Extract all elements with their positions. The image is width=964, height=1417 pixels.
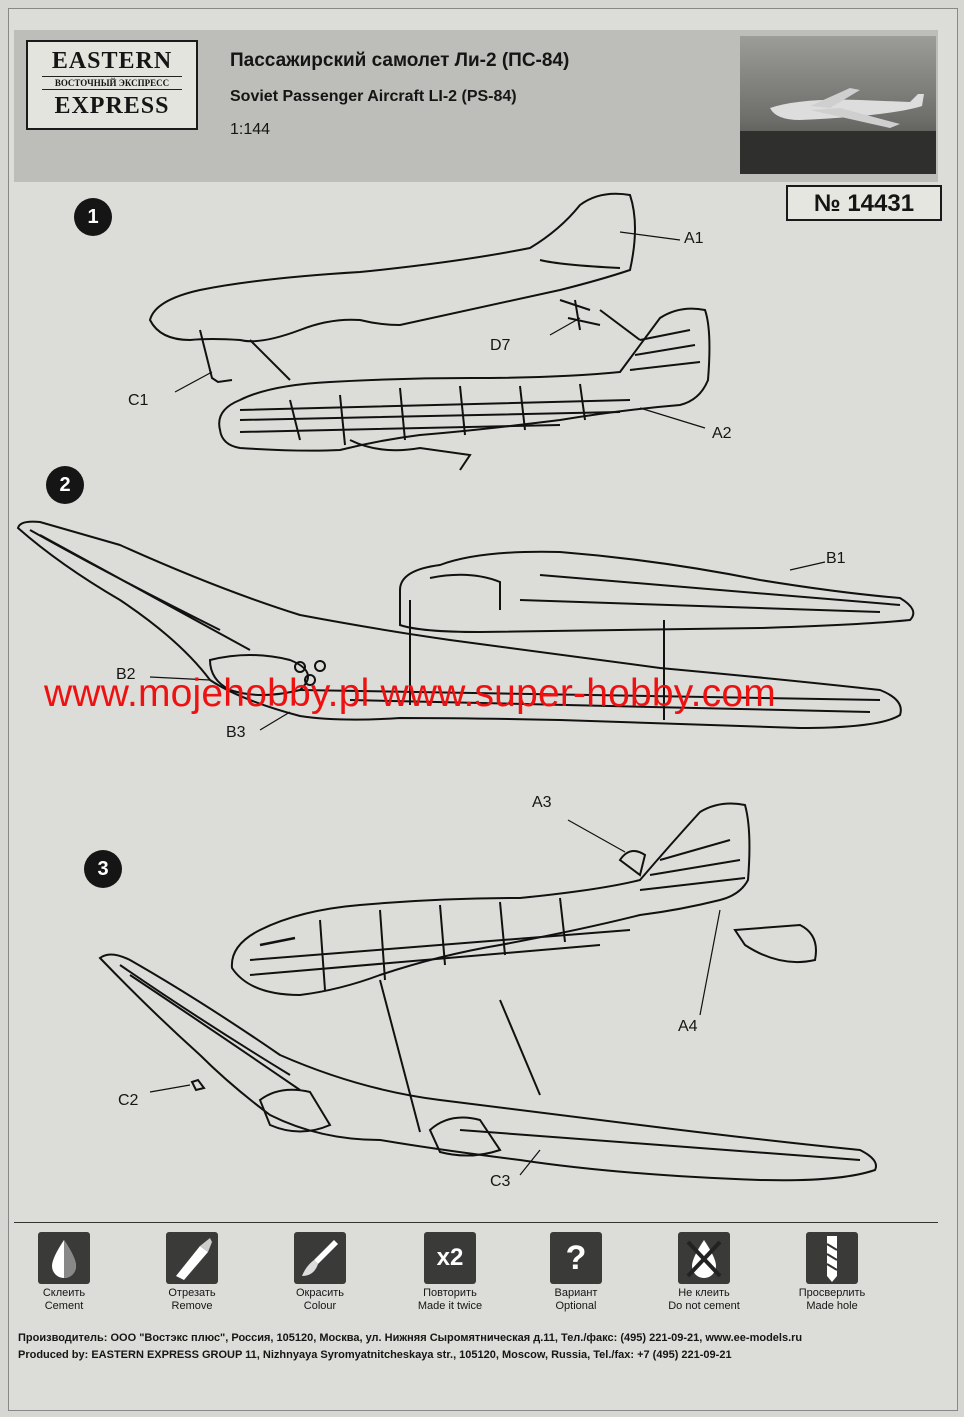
assembled-fuselage-drawing <box>230 802 817 997</box>
legend-hole-ru: Просверлить <box>798 1287 866 1299</box>
label-b2: B2 <box>116 666 136 683</box>
label-a2: A2 <box>712 425 732 442</box>
part-c1-drawing <box>199 329 233 384</box>
label-c1: C1 <box>128 392 149 409</box>
label-a4: A4 <box>678 1018 698 1035</box>
drill-icon <box>806 1232 858 1284</box>
step-2-guide-lines <box>409 600 665 720</box>
legend-optional-en: Optional <box>555 1300 597 1312</box>
assembled-wing-drawing <box>98 953 877 1182</box>
label-a1: A1 <box>684 230 704 247</box>
kit-number: № 14431 <box>786 185 942 221</box>
brand-logo: EASTERN ВОСТОЧНЫЙ ЭКСПРЕСС EXPRESS <box>26 40 198 130</box>
cement-drop-icon <box>38 1232 90 1284</box>
legend-nocement-ru: Не клеить <box>678 1287 730 1299</box>
legend-nocement-en: Do not cement <box>668 1300 740 1312</box>
title-english: Soviet Passenger Aircraft LI-2 (PS-84) <box>230 88 517 105</box>
step-1-leaders <box>174 231 706 429</box>
step-1-guide-lines <box>249 309 641 381</box>
scale-label: 1:144 <box>230 121 271 138</box>
watermark-text: www.mojehobby.pl www.super-hobby.com <box>44 672 776 715</box>
legend-divider <box>14 1222 938 1223</box>
label-b3: B3 <box>226 724 246 741</box>
legend-colour-en: Colour <box>303 1300 337 1312</box>
step-2-marker: 2 <box>46 466 84 504</box>
aircraft-photo-icon <box>740 88 936 174</box>
step-1-marker: 1 <box>74 198 112 236</box>
no-cement-icon <box>678 1232 730 1284</box>
manufacturer-line-ru: Производитель: ООО "Востэкс плюс", Росси… <box>18 1332 803 1344</box>
x2-icon: x2 <box>424 1232 476 1284</box>
legend-twice-en: Made it twice <box>417 1300 483 1312</box>
lower-wing-drawing <box>16 520 902 730</box>
legend-colour-ru: Окрасить <box>295 1287 345 1299</box>
label-b1: B1 <box>826 550 846 567</box>
title-russian: Пассажирский самолет Ли-2 (ПС-84) <box>230 50 570 71</box>
legend-remove-ru: Отрезать <box>168 1287 216 1299</box>
fuselage-half-a2-drawing <box>218 307 711 471</box>
label-c3: C3 <box>490 1173 511 1190</box>
question-icon: ? <box>550 1232 602 1284</box>
label-c2: C2 <box>118 1092 139 1109</box>
logo-line-1: EASTERN <box>51 48 173 74</box>
legend-twice-ru: Повторить <box>423 1287 477 1299</box>
fuselage-half-a1-drawing <box>148 192 636 343</box>
legend-optional-ru: Вариант <box>554 1287 598 1299</box>
legend-remove-en: Remove <box>171 1300 213 1312</box>
logo-line-2: ВОСТОЧНЫЙ ЭКСПРЕСС <box>42 76 182 90</box>
step-3-marker: 3 <box>84 850 122 888</box>
upper-wing-b1-drawing <box>399 550 915 634</box>
box-art-photo <box>740 36 936 174</box>
knife-icon <box>166 1232 218 1284</box>
label-a3: A3 <box>532 794 552 811</box>
legend-cement-en: Cement <box>44 1300 84 1312</box>
legend-hole-en: Made hole <box>806 1300 858 1312</box>
step-2-leaders <box>149 561 826 731</box>
step-3-leaders <box>149 819 721 1176</box>
brush-icon <box>294 1232 346 1284</box>
part-c2-drawing <box>190 1078 206 1092</box>
legend-cement-ru: Склеить <box>42 1287 86 1299</box>
manufacturer-line-en: Produced by: EASTERN EXPRESS GROUP 11, N… <box>18 1349 732 1361</box>
label-d7: D7 <box>490 337 511 354</box>
logo-line-3: EXPRESS <box>54 93 170 119</box>
